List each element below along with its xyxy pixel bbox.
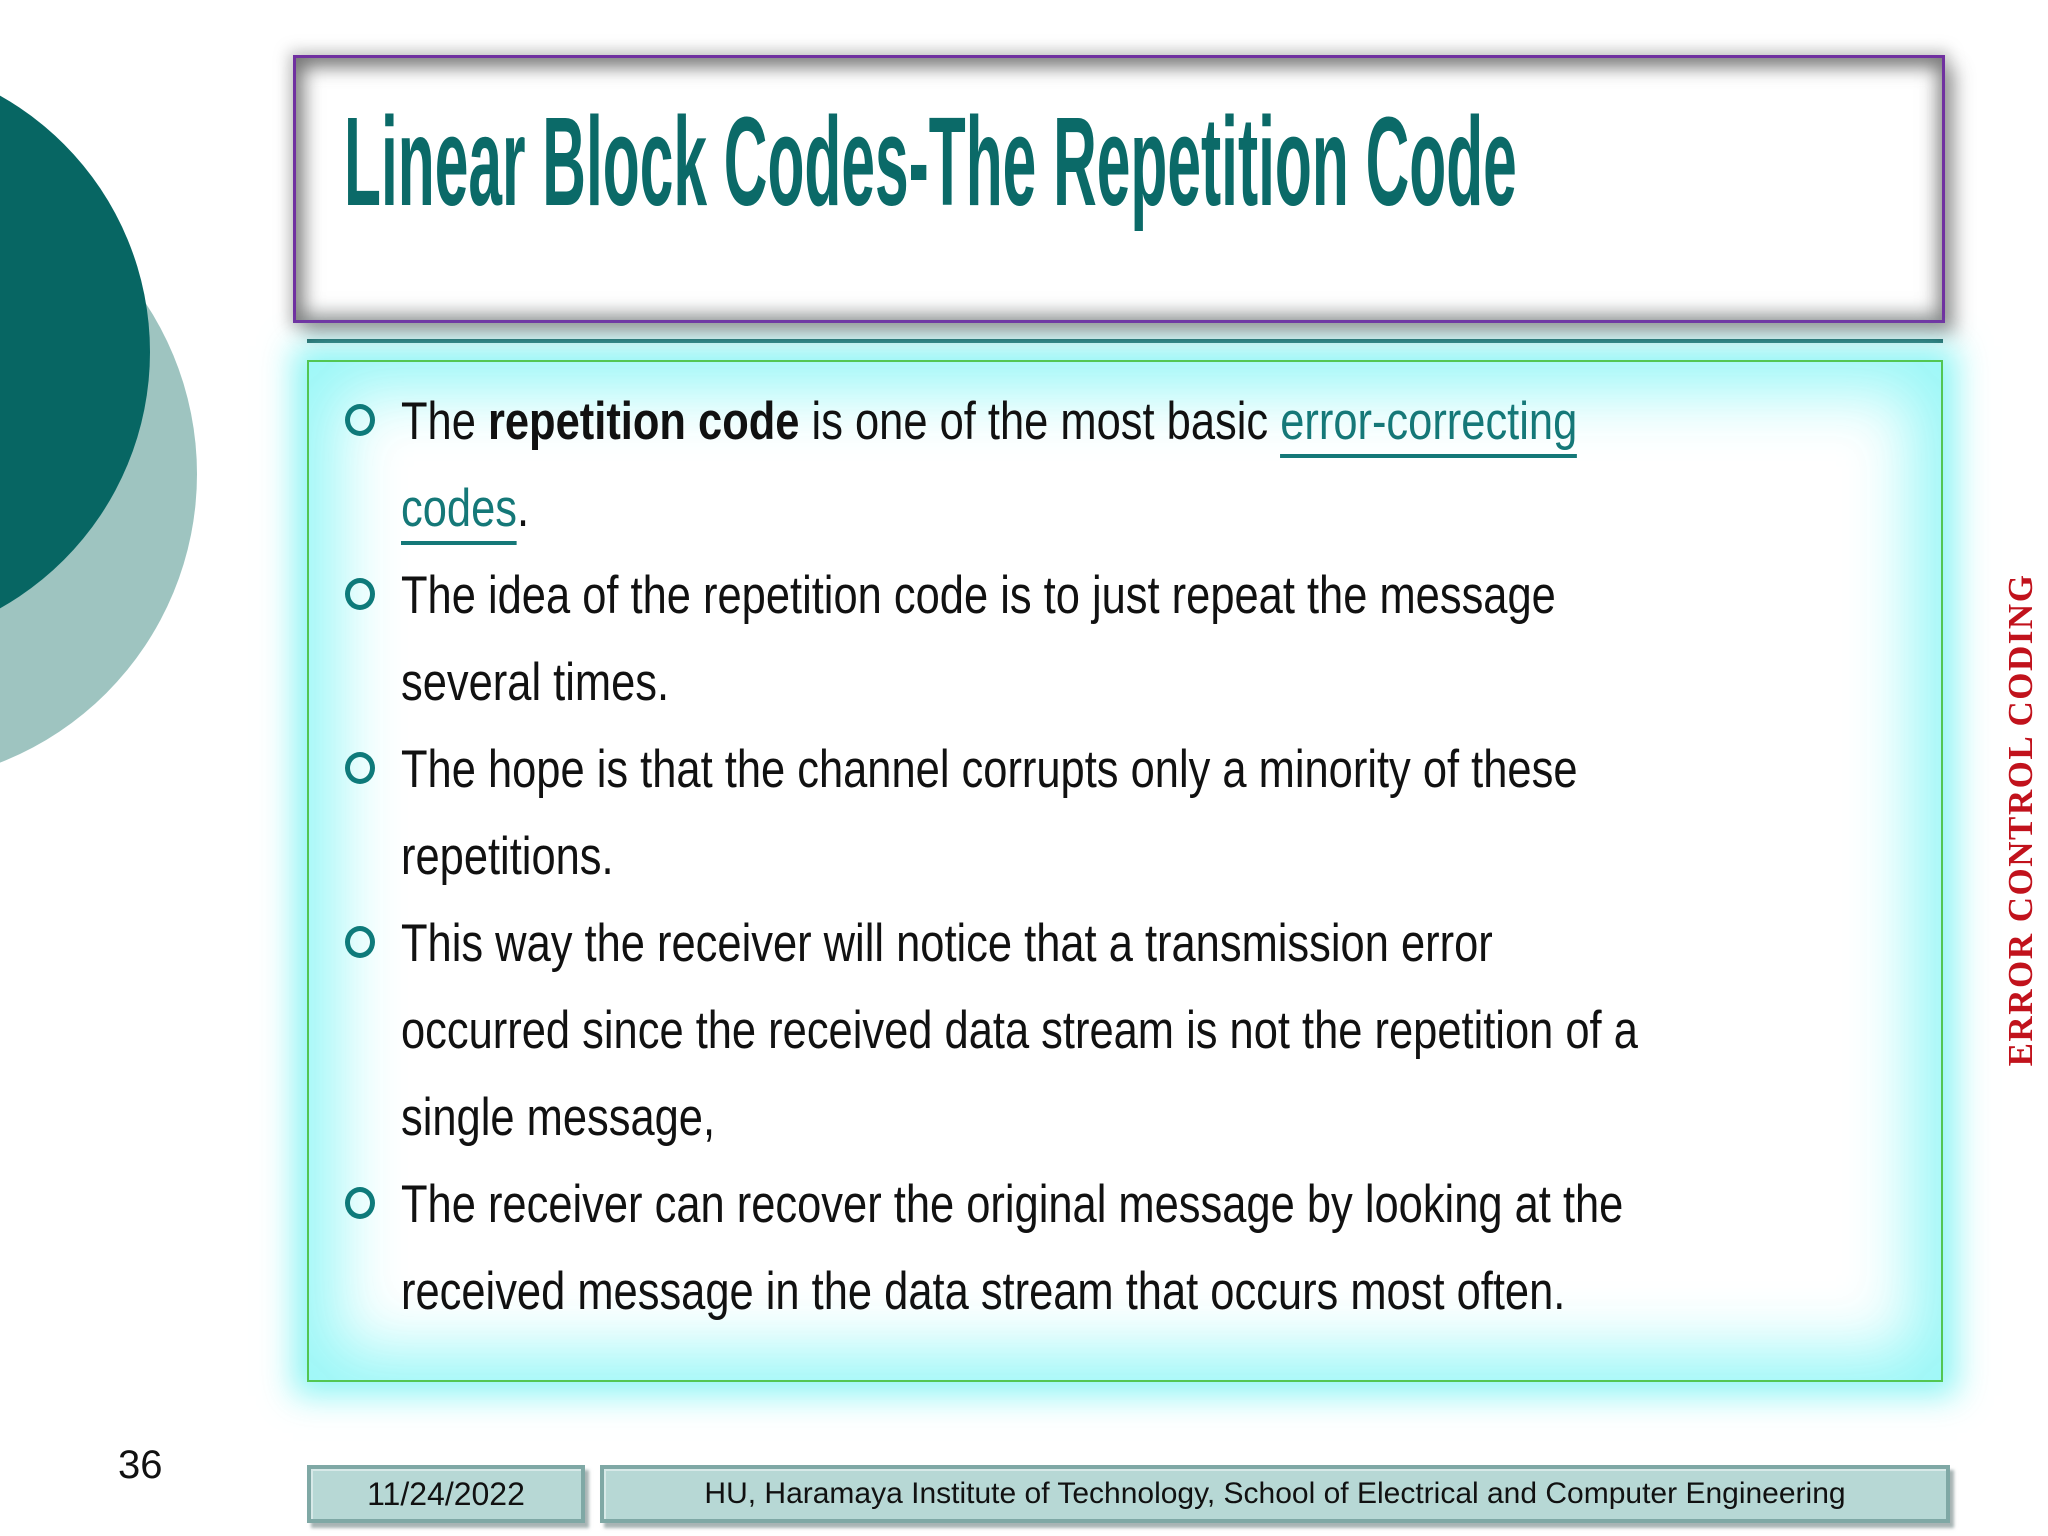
content-box: The repetition code is one of the most b… [307,360,1943,1382]
bullet-circle-icon [345,578,375,610]
bullet-item: The hope is that the channel corrupts on… [339,726,1911,900]
page-title: Linear Block Codes-The Repetition Code [344,91,1517,232]
bullet-item: This way the receiver will notice that a… [339,900,1911,1161]
date-box: 11/24/2022 [307,1465,585,1523]
bullet-text: The hope is that the channel corrupts on… [401,740,1578,886]
sidebar-vertical-label: ERROR CONTROL CODING [2001,573,2040,1067]
bullet-circle-icon [345,404,375,436]
bullet-list: The repetition code is one of the most b… [309,362,1941,1335]
footer-text: HU, Haramaya Institute of Technology, Sc… [704,1477,1846,1510]
bullet-item: The receiver can recover the original me… [339,1161,1911,1335]
title-box: Linear Block Codes-The Repetition Code [293,55,1945,323]
divider-line [307,339,1943,343]
date-text: 11/24/2022 [367,1475,525,1512]
footer-box: HU, Haramaya Institute of Technology, Sc… [600,1465,1950,1523]
error-correcting-codes-link[interactable]: error-correcting codes [401,392,1578,545]
bullet-item: The repetition code is one of the most b… [339,378,1911,552]
bullet-circle-icon [345,926,375,958]
bullet-text: The idea of the repetition code is to ju… [401,566,1556,712]
bullet-text: The repetition code is one of the most b… [401,378,1639,552]
bullet-circle-icon [345,1187,375,1219]
bullet-item: The idea of the repetition code is to ju… [339,552,1911,726]
bullet-text: This way the receiver will notice that a… [401,914,1638,1147]
bullet-text: The receiver can recover the original me… [401,1175,1624,1321]
page-number: 36 [118,1443,163,1487]
bullet-circle-icon [345,752,375,784]
